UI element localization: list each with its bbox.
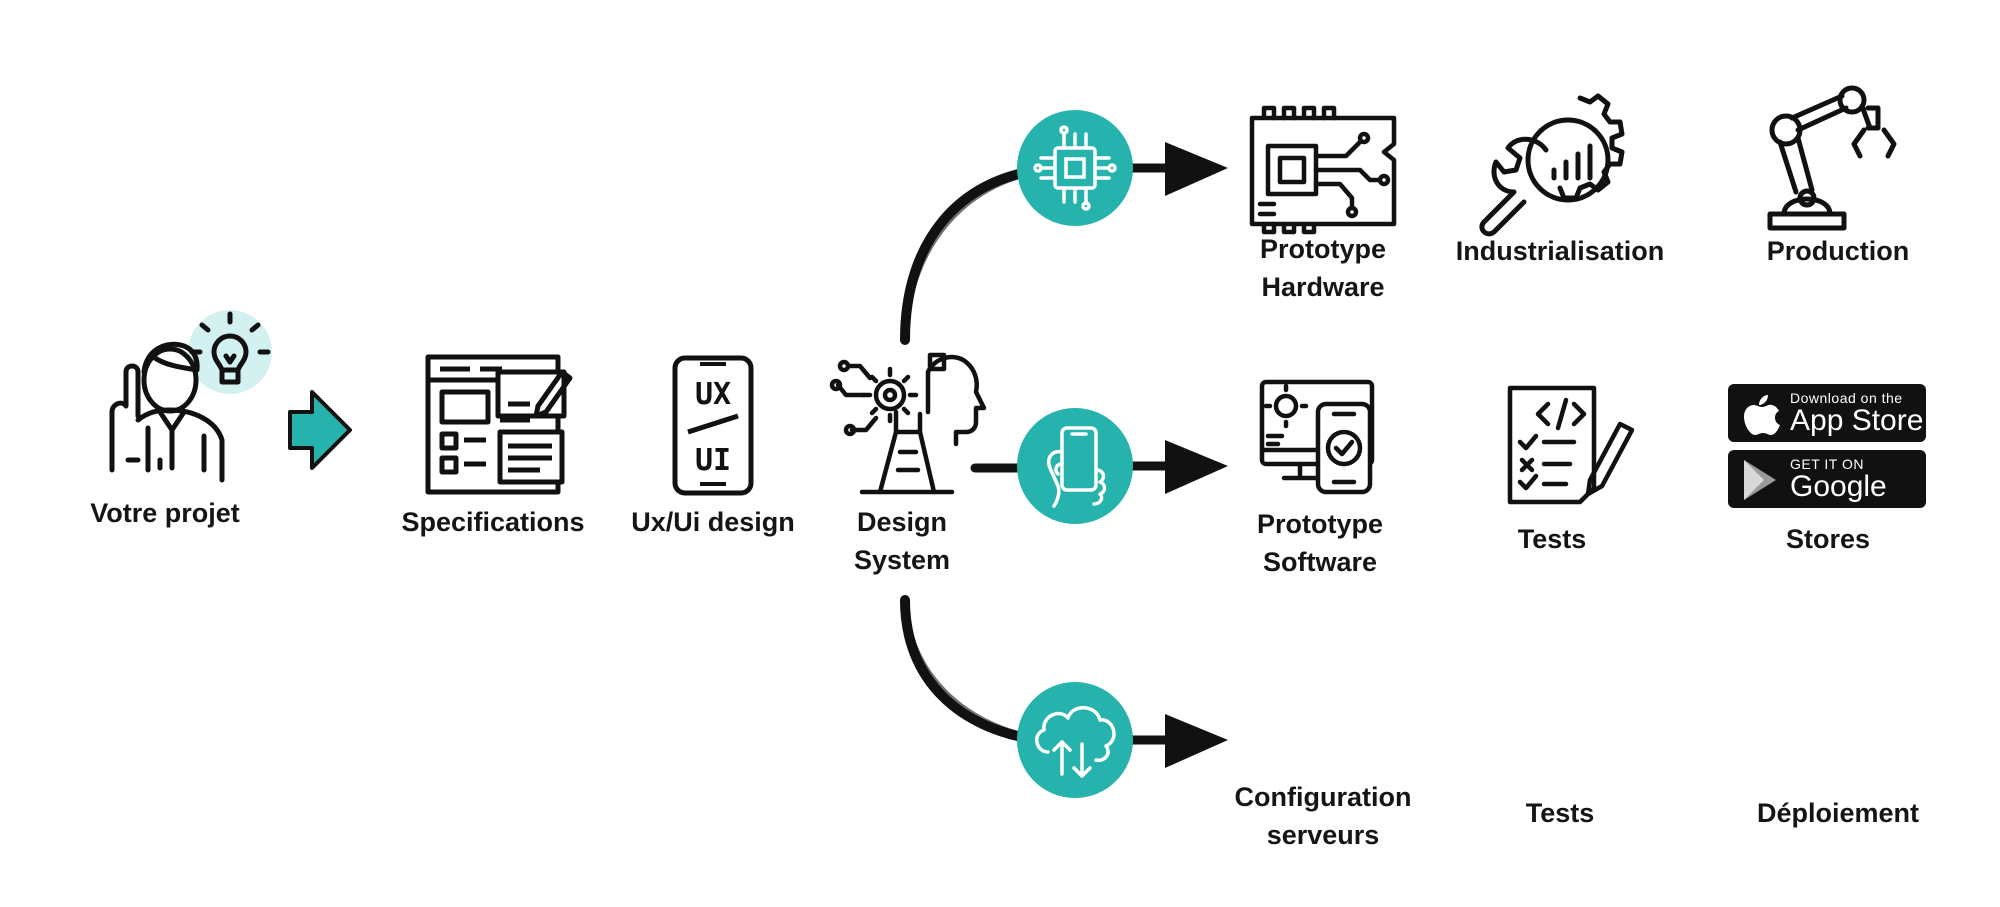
label-industrialisation: Industrialisation <box>1455 236 1665 266</box>
chip-icon <box>1033 125 1117 211</box>
label-tests-software: Tests <box>1517 524 1587 554</box>
label-sw-line2: Software <box>1262 547 1378 577</box>
app-store-badge[interactable]: Download on the App Store <box>1728 384 1926 442</box>
label-configuration-serveurs: Configuration serveurs <box>1235 778 1412 854</box>
label-stores: Stores <box>1785 524 1871 554</box>
label-design-line2: System <box>853 545 951 575</box>
label-deploiement: Déploiement <box>1756 798 1920 828</box>
arrow-head-servers <box>1165 714 1228 768</box>
label-hw-line2: Hardware <box>1261 272 1385 302</box>
label-srv-line1: Configuration <box>1234 782 1412 812</box>
label-design-system: Design System <box>854 503 950 579</box>
label-production: Production <box>1766 236 1910 266</box>
specifications-document-icon <box>425 354 573 495</box>
devices-check-icon <box>1259 379 1375 495</box>
ai-head-gears-icon <box>829 352 987 495</box>
wrench-gear-chart-icon <box>1479 93 1625 237</box>
ui-text: UI <box>695 443 731 478</box>
label-prototype-software: Prototype Software <box>1257 505 1383 581</box>
google-play-big-text: Google play <box>1790 470 1887 508</box>
arrow-head-hardware <box>1165 142 1228 196</box>
branch-circle-hardware <box>1017 110 1133 226</box>
checklist-code-icon-software <box>1507 385 1635 505</box>
label-sw-line1: Prototype <box>1256 509 1384 539</box>
teal-arrow-icon <box>288 390 352 470</box>
app-store-big-text: App Store <box>1790 404 1924 437</box>
ux-text: UX <box>695 377 731 412</box>
google-play-small-text: GET IT ON <box>1790 456 1864 472</box>
robot-arm-icon <box>1767 85 1897 231</box>
branch-circle-software <box>1017 408 1133 524</box>
arrow-head-software <box>1165 440 1228 494</box>
label-specifications: Specifications <box>401 507 585 537</box>
circuit-board-icon <box>1249 105 1397 235</box>
person-idea-icon <box>109 310 272 483</box>
label-ux-ui-design: Ux/Ui design <box>631 507 795 537</box>
apple-icon <box>1744 395 1780 435</box>
label-tests-servers: Tests <box>1525 798 1595 828</box>
label-prototype-hardware: Prototype Hardware <box>1260 230 1386 306</box>
play-icon <box>1744 460 1776 500</box>
label-srv-line2: serveurs <box>1266 820 1380 850</box>
label-votre-projet: Votre projet <box>90 498 240 528</box>
label-hw-line1: Prototype <box>1259 234 1387 264</box>
cloud-sync-icon <box>1035 706 1116 778</box>
ux-ui-phone-icon: UX UI <box>672 355 754 496</box>
smartphone-hand-icon <box>1047 426 1107 508</box>
app-store-small-text: Download on the <box>1790 390 1903 406</box>
branch-circle-servers <box>1017 682 1133 798</box>
label-design-line1: Design <box>856 507 948 537</box>
google-play-badge[interactable]: GET IT ON Google play <box>1728 450 1926 508</box>
